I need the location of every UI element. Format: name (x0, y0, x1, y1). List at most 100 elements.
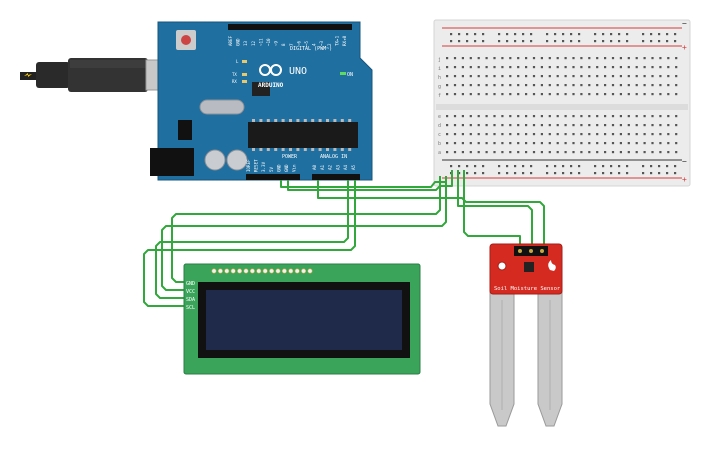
rail-hole[interactable] (618, 33, 621, 36)
breadboard-hole[interactable] (675, 151, 678, 154)
breadboard-hole[interactable] (619, 84, 622, 87)
breadboard-hole[interactable] (461, 142, 464, 145)
breadboard-hole[interactable] (556, 133, 559, 136)
breadboard-hole[interactable] (659, 133, 662, 136)
breadboard-hole[interactable] (643, 75, 646, 78)
breadboard-hole[interactable] (493, 75, 496, 78)
breadboard-hole[interactable] (635, 84, 638, 87)
rail-hole[interactable] (482, 165, 485, 168)
breadboard-hole[interactable] (461, 124, 464, 127)
rail-hole[interactable] (666, 40, 669, 43)
breadboard-hole[interactable] (627, 115, 630, 118)
breadboard-hole[interactable] (461, 84, 464, 87)
breadboard-hole[interactable] (477, 84, 480, 87)
lcd-header-pin[interactable] (275, 268, 281, 274)
breadboard-hole[interactable] (548, 142, 551, 145)
breadboard-hole[interactable] (651, 142, 654, 145)
rail-hole[interactable] (450, 165, 453, 168)
breadboard-hole[interactable] (532, 133, 536, 136)
wire-gnd-to-breadboard[interactable] (287, 170, 453, 191)
breadboard-hole[interactable] (635, 142, 638, 145)
rail-hole[interactable] (522, 172, 525, 175)
rail-hole[interactable] (618, 40, 621, 43)
rail-hole[interactable] (458, 172, 461, 175)
breadboard-hole[interactable] (619, 66, 622, 69)
breadboard-hole[interactable] (556, 124, 559, 127)
breadboard-hole[interactable] (588, 133, 591, 136)
breadboard-hole[interactable] (564, 57, 567, 60)
breadboard-hole[interactable] (651, 133, 654, 136)
wire-a5-to-lcd-scl[interactable] (143, 180, 356, 307)
rail-hole[interactable] (546, 165, 549, 168)
breadboard-hole[interactable] (493, 84, 496, 87)
breadboard-hole[interactable] (477, 75, 480, 78)
breadboard-hole[interactable] (461, 66, 464, 69)
breadboard-hole[interactable] (667, 151, 670, 154)
rail-hole[interactable] (602, 40, 605, 43)
breadboard-hole[interactable] (596, 142, 599, 145)
breadboard-hole[interactable] (564, 75, 567, 78)
breadboard-hole[interactable] (572, 124, 575, 127)
breadboard-hole[interactable] (446, 124, 449, 127)
breadboard-hole[interactable] (611, 151, 615, 154)
sensor-pin-vcc[interactable] (529, 249, 533, 253)
dc-power-jack[interactable] (150, 148, 194, 176)
breadboard-hole[interactable] (501, 115, 504, 118)
breadboard-hole[interactable] (643, 93, 646, 96)
breadboard-hole[interactable] (627, 124, 630, 127)
breadboard-hole[interactable] (446, 133, 449, 136)
breadboard-hole[interactable] (517, 57, 520, 60)
breadboard-hole[interactable] (564, 115, 567, 118)
breadboard-hole[interactable] (485, 93, 488, 96)
breadboard-hole[interactable] (651, 124, 654, 127)
breadboard-hole[interactable] (643, 57, 646, 60)
breadboard-hole[interactable] (651, 57, 654, 60)
breadboard-hole[interactable] (675, 142, 678, 145)
breadboard-hole[interactable] (659, 93, 662, 96)
breadboard-hole[interactable] (643, 66, 646, 69)
rail-hole[interactable] (658, 165, 661, 168)
rail-hole[interactable] (674, 40, 677, 43)
breadboard-hole[interactable] (556, 151, 559, 154)
breadboard-hole[interactable] (627, 151, 630, 154)
breadboard-hole[interactable] (667, 115, 670, 118)
breadboard-hole[interactable] (493, 66, 496, 69)
breadboard-hole[interactable] (532, 66, 536, 69)
breadboard-hole[interactable] (532, 142, 536, 145)
breadboard-hole[interactable] (667, 66, 670, 69)
breadboard-hole[interactable] (572, 84, 575, 87)
lcd-header-pin[interactable] (217, 268, 223, 274)
lcd-header-pin[interactable] (269, 268, 275, 274)
breadboard-hole[interactable] (564, 133, 567, 136)
breadboard-hole[interactable] (461, 57, 464, 60)
breadboard-hole[interactable] (540, 57, 543, 60)
breadboard-hole[interactable] (493, 151, 496, 154)
breadboard-hole[interactable] (548, 133, 551, 136)
lcd-header-pin[interactable] (281, 268, 287, 274)
breadboard-hole[interactable] (453, 66, 457, 69)
sensor-pin-gnd[interactable] (518, 249, 522, 253)
breadboard-hole[interactable] (667, 142, 670, 145)
breadboard-hole[interactable] (635, 151, 638, 154)
breadboard-hole[interactable] (501, 133, 504, 136)
lcd-header-pin[interactable] (262, 268, 268, 274)
breadboard-hole[interactable] (659, 142, 662, 145)
breadboard-hole[interactable] (540, 115, 543, 118)
breadboard-hole[interactable] (588, 84, 591, 87)
breadboard-hole[interactable] (548, 93, 551, 96)
analog-header[interactable] (312, 174, 360, 180)
rail-hole[interactable] (610, 40, 613, 43)
breadboard-hole[interactable] (604, 93, 607, 96)
breadboard-hole[interactable] (517, 66, 520, 69)
lcd-header-pin[interactable] (307, 268, 313, 274)
breadboard-hole[interactable] (477, 93, 480, 96)
breadboard-hole[interactable] (588, 75, 591, 78)
breadboard-hole[interactable] (501, 93, 504, 96)
breadboard-hole[interactable] (517, 151, 520, 154)
rail-hole[interactable] (570, 165, 573, 168)
breadboard-hole[interactable] (548, 124, 551, 127)
breadboard-hole[interactable] (675, 133, 678, 136)
wire-breadboard-to-lcd-gnd[interactable] (171, 176, 441, 283)
breadboard-hole[interactable] (580, 151, 583, 154)
breadboard-hole[interactable] (493, 133, 496, 136)
